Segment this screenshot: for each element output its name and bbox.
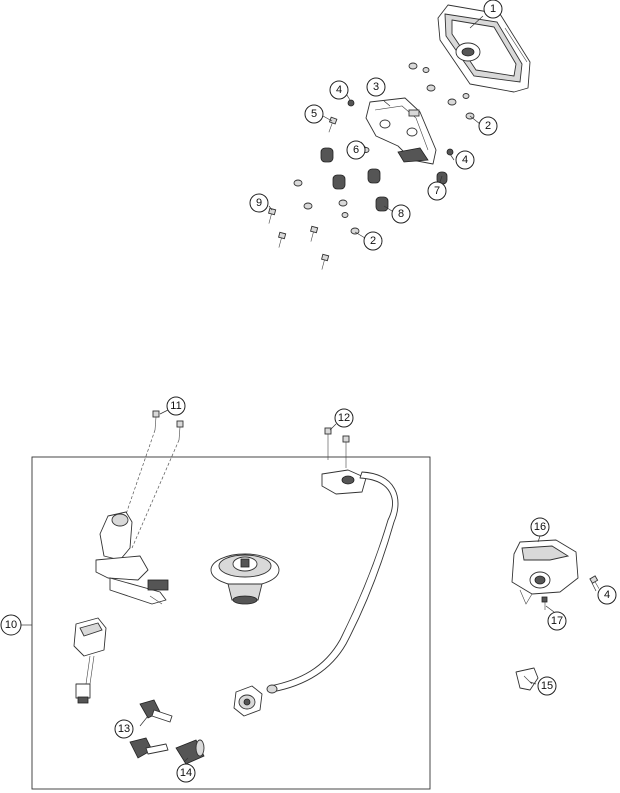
- callout-12: 12: [334, 408, 354, 428]
- grommets-upper: [408, 62, 475, 120]
- callout-5-label: 5: [311, 108, 317, 120]
- part-14-key-fob: [175, 739, 205, 765]
- callout-10: 10: [0, 614, 22, 636]
- callout-2b-label: 2: [370, 235, 376, 247]
- callout-13-label: 13: [118, 723, 130, 735]
- callout-15-label: 15: [541, 680, 553, 692]
- part-1-dashboard-housing: [437, 4, 531, 93]
- part-13-keys: [129, 699, 173, 759]
- callout-15: 15: [537, 676, 557, 696]
- callout-6-label: 6: [353, 144, 359, 156]
- callout-4a: 4: [329, 80, 349, 100]
- callout-14-label: 14: [180, 767, 192, 779]
- leader-lines: [21, 15, 597, 763]
- callout-2b: 2: [363, 231, 383, 251]
- callout-1: 1: [483, 0, 503, 19]
- callout-2a: 2: [478, 116, 498, 136]
- part-15-bracket: [515, 667, 539, 691]
- part-17-screw: [541, 596, 548, 610]
- callout-4b: 4: [455, 150, 475, 170]
- fuel-cap: [210, 553, 280, 605]
- callout-10-label: 10: [5, 619, 17, 631]
- callout-14: 14: [176, 763, 196, 783]
- callout-8: 8: [391, 204, 411, 224]
- lock-cylinder: [233, 685, 263, 717]
- callout-4c: 4: [597, 585, 617, 605]
- part-11-ignition-lock: [95, 410, 184, 605]
- callout-3-label: 3: [373, 81, 379, 93]
- callout-11: 11: [166, 396, 186, 416]
- callout-3: 3: [366, 77, 386, 97]
- callout-12-label: 12: [338, 412, 350, 424]
- part-3-mounting-bracket: [365, 97, 437, 165]
- callout-1-label: 1: [490, 3, 496, 15]
- callout-16: 16: [530, 517, 550, 537]
- callout-7-label: 7: [434, 185, 440, 197]
- callout-7: 7: [427, 181, 447, 201]
- callout-8-label: 8: [398, 208, 404, 220]
- callout-17: 17: [547, 611, 567, 631]
- callout-4c-label: 4: [604, 589, 610, 601]
- callout-9-label: 9: [256, 197, 262, 209]
- bushings-small: [293, 99, 454, 235]
- callout-17-label: 17: [551, 615, 563, 627]
- callout-4a-label: 4: [336, 84, 342, 96]
- callout-16-label: 16: [534, 521, 546, 533]
- part-8-rubber-buffers: [320, 147, 448, 212]
- callout-5: 5: [304, 104, 324, 124]
- part-12-breather-hose: [266, 427, 399, 694]
- callout-13: 13: [114, 719, 134, 739]
- connector-plug: [73, 617, 107, 704]
- group-10-frame: [31, 456, 431, 790]
- callout-11-label: 11: [170, 400, 181, 412]
- screws-upper: [268, 116, 338, 270]
- screw-right: [589, 575, 600, 589]
- callout-9: 9: [249, 193, 269, 213]
- callout-6: 6: [346, 140, 366, 160]
- part-16-switch-housing: [511, 539, 579, 605]
- callout-2a-label: 2: [485, 120, 491, 132]
- callout-4b-label: 4: [462, 154, 468, 166]
